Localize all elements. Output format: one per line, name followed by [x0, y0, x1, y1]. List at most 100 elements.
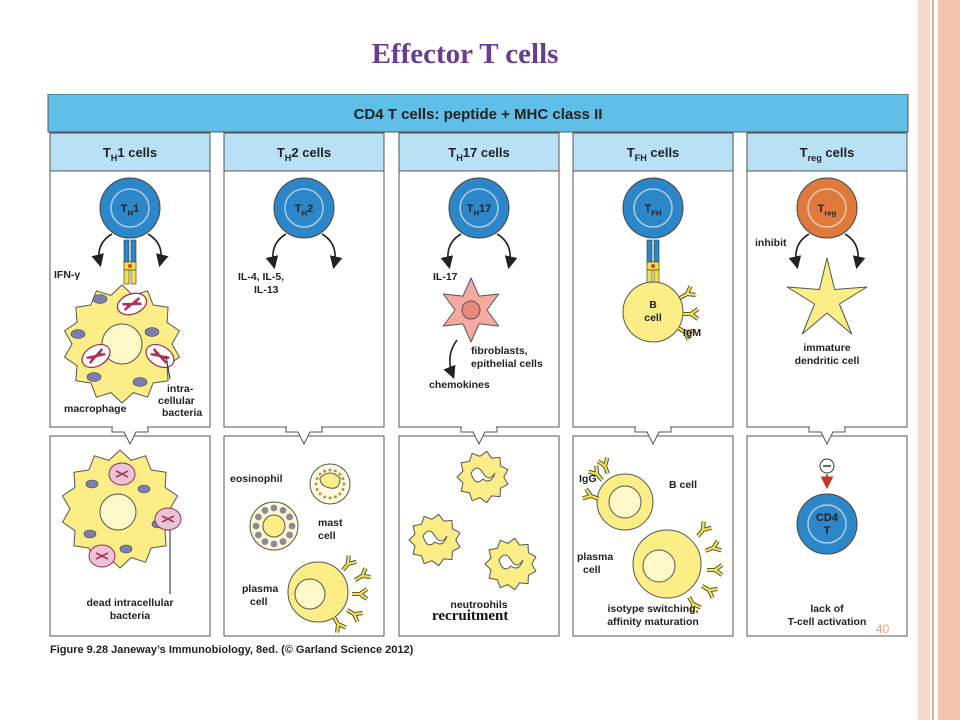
neutrophil-nucleus — [422, 530, 448, 546]
page-number: 40 — [876, 622, 890, 636]
antibody-icon — [354, 567, 371, 582]
eosinophil-granule — [328, 468, 332, 472]
immature-dendritic-cell — [786, 257, 868, 335]
arrow — [147, 233, 169, 268]
label-chemokines: chemokines — [429, 379, 490, 391]
label-ifn-gamma: IFN-γ — [54, 269, 80, 281]
chevron-gap — [462, 426, 496, 429]
antibody-icon — [704, 539, 722, 553]
label-b-cell: cell — [644, 312, 662, 324]
slide-title: Effector T cells — [371, 38, 559, 70]
antibody-icon — [687, 596, 702, 613]
antibody-icon — [696, 521, 712, 538]
eosinophil-granule — [342, 482, 346, 486]
column-1: TH1 cellsTH1IFN-γmacrophageintra-cellula… — [49, 132, 211, 637]
antibody-fill — [705, 540, 722, 552]
label-cd4: CD4 — [816, 512, 839, 524]
t-cell-label: TH17 — [467, 203, 492, 217]
plasma-cell-nucleus — [642, 549, 676, 583]
b-cell-nucleus — [608, 485, 642, 519]
t-cell-nucleus — [633, 188, 673, 228]
arrow — [844, 233, 866, 270]
label-fibroblasts: fibroblasts, — [471, 345, 528, 357]
column-header — [223, 132, 385, 172]
label-immature: immature — [803, 342, 850, 354]
label-igg: IgG — [579, 473, 597, 485]
dead-bacterium-debris — [95, 552, 109, 560]
neutrophil-nucleus — [498, 554, 524, 570]
label-il-4-5: IL-4, IL-5, — [238, 271, 284, 283]
label-plasma-cell: cell — [583, 564, 601, 576]
down-chevron — [808, 426, 846, 446]
column-title: TH1 cells — [103, 145, 157, 163]
column-header — [572, 132, 734, 172]
t-cell-label: TH2 — [295, 203, 313, 217]
antibody-fill — [352, 588, 368, 600]
label-b: B — [649, 299, 657, 311]
label-intra: intra- — [167, 383, 194, 395]
arrow — [265, 233, 287, 270]
eosinophil-granule — [323, 495, 327, 499]
granule — [137, 484, 151, 494]
figure-header-band — [47, 94, 909, 133]
arrow — [440, 233, 462, 270]
down-chevron — [285, 426, 323, 446]
slide-right-border — [918, 0, 960, 720]
label-macrophage: macrophage — [64, 403, 127, 415]
label-inhibit: inhibit — [755, 237, 787, 249]
granule — [132, 377, 148, 387]
mast-cell-granule — [254, 513, 262, 521]
label-isotype-switching: isotype switching, — [607, 603, 698, 615]
mhc — [123, 269, 130, 285]
antibody-fill — [679, 285, 696, 300]
eosinophil-granule — [328, 496, 332, 500]
eosinophil-granule — [341, 477, 345, 481]
t-cell-label: Treg — [818, 203, 837, 217]
antibody-icon — [588, 465, 604, 482]
bacterium — [116, 292, 148, 316]
antibody-icon — [596, 457, 610, 475]
eosinophil-granule — [341, 487, 345, 491]
antibody-icon — [679, 285, 696, 300]
label-eosinophil: eosinophil — [230, 473, 283, 485]
label-cellular: cellular — [158, 395, 195, 407]
t-cell-nucleus — [459, 188, 499, 228]
label-t: T — [824, 525, 831, 537]
arrow — [496, 233, 518, 270]
chevron-gap — [810, 426, 844, 429]
antibody-fill — [346, 608, 363, 623]
eosinophil-granule — [333, 495, 337, 499]
eosinophil-granule — [315, 487, 319, 491]
antibody-icon — [332, 616, 347, 633]
label-igm: IgM — [683, 327, 701, 339]
eosinophil-granule — [315, 477, 319, 481]
antibody-icon — [341, 555, 357, 572]
eosinophil-nucleus — [319, 472, 341, 489]
column-title: Treg cells — [800, 145, 855, 163]
antibody-fill — [597, 457, 609, 474]
column-title: TH2 cells — [277, 145, 331, 163]
down-chevron — [460, 426, 498, 446]
eosinophil-granule — [314, 482, 318, 486]
column-header — [398, 132, 560, 172]
t-cell-nucleus — [807, 188, 847, 228]
antibody-icon — [683, 307, 700, 321]
mast-cell-granule — [286, 513, 293, 521]
mast-cell-granule — [288, 522, 296, 530]
antibody-fill — [341, 555, 357, 571]
label-affinity-maturation: affinity maturation — [607, 616, 699, 628]
label-dead-bacteria: bacteria — [110, 610, 150, 622]
antibody-icon — [352, 587, 369, 601]
label-mast: mast — [318, 517, 343, 529]
peptide — [128, 264, 132, 268]
antibody-fill — [687, 596, 702, 613]
bacterium-rods — [86, 348, 106, 364]
antibody-fill — [332, 616, 347, 633]
chevron-gap — [113, 426, 147, 429]
mast-cell-nucleus — [262, 514, 286, 538]
cd4-t-cell-nucleus — [807, 504, 847, 544]
arrow — [443, 339, 458, 379]
granule — [70, 329, 86, 339]
antibody-icon — [707, 563, 724, 577]
